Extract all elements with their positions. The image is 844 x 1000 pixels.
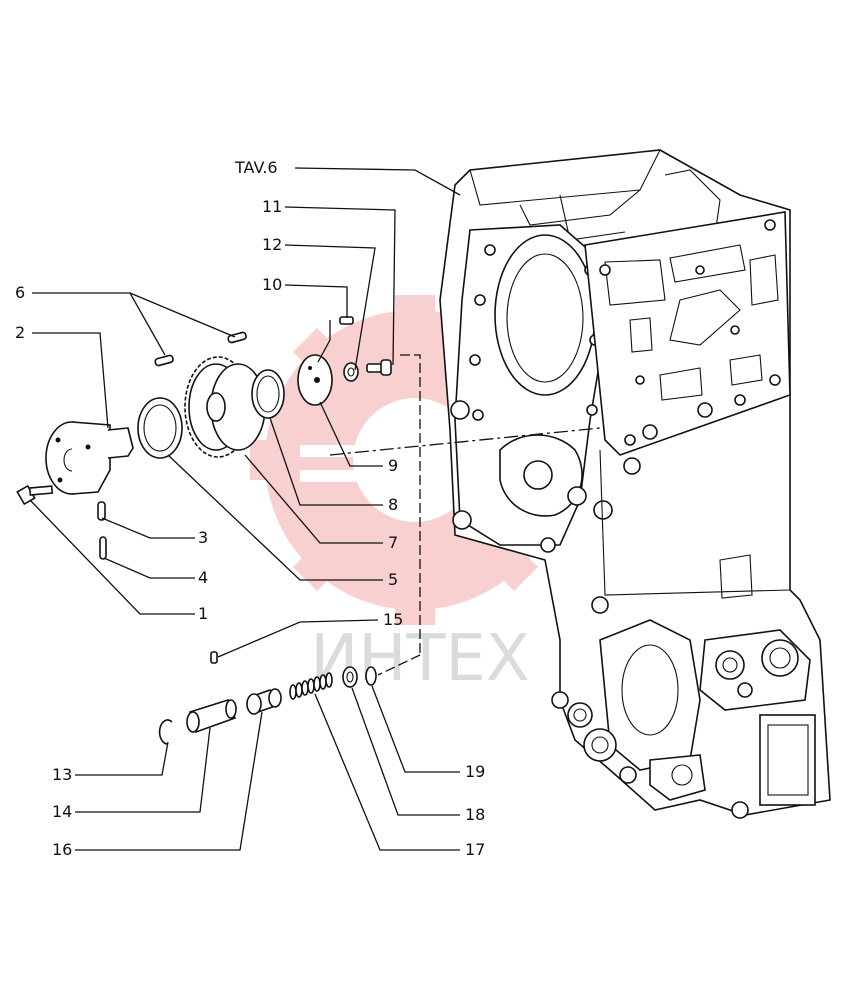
label-12: 12 xyxy=(262,235,282,254)
label-11: 11 xyxy=(262,197,282,216)
label-5: 5 xyxy=(388,570,398,589)
part-5-o-ring xyxy=(137,397,183,459)
part-4-pin xyxy=(99,536,107,560)
label-6: 6 xyxy=(15,283,25,302)
part-10-pin xyxy=(339,316,354,325)
part-14-valve-sleeve xyxy=(186,699,237,734)
part-6-dowel-pins xyxy=(154,331,247,367)
label-4: 4 xyxy=(198,568,208,587)
label-8: 8 xyxy=(388,495,398,514)
label-2: 2 xyxy=(15,323,25,342)
part-19-o-ring xyxy=(365,666,377,686)
part-7-gear xyxy=(184,356,266,458)
part-12-washer xyxy=(343,362,359,382)
valve-plate-holes xyxy=(599,219,781,446)
part-8-o-ring xyxy=(251,369,285,419)
part-15-pin xyxy=(210,651,218,664)
label-7: 7 xyxy=(388,533,398,552)
label-18: 18 xyxy=(465,805,485,824)
label-15: 15 xyxy=(383,610,403,629)
part-2-pump-shaft xyxy=(45,421,134,495)
part-16-piston xyxy=(246,688,282,715)
label-13: 13 xyxy=(52,765,72,784)
label-16: 16 xyxy=(52,840,72,859)
label-3: 3 xyxy=(198,528,208,547)
label-19: 19 xyxy=(465,762,485,781)
transmission-housing xyxy=(439,149,831,819)
leader-lines xyxy=(29,167,601,851)
label-10: 10 xyxy=(262,275,282,294)
label-17: 17 xyxy=(465,840,485,859)
part-3-pin xyxy=(97,501,106,521)
label-tav6: TAV.6 xyxy=(234,158,278,177)
label-9: 9 xyxy=(388,456,398,475)
part-13-snap-ring xyxy=(158,719,173,745)
label-1: 1 xyxy=(198,604,208,623)
label-14: 14 xyxy=(52,802,72,821)
part-11-screw xyxy=(366,359,392,376)
part-18-plug xyxy=(342,666,358,688)
part-9-cover-plate xyxy=(297,354,333,406)
part-1-bolt xyxy=(16,484,54,506)
callout-labels: TAV.6 11 12 10 6 2 9 8 3 7 4 5 1 15 13 1… xyxy=(15,158,485,859)
part-17-spring xyxy=(289,672,333,700)
